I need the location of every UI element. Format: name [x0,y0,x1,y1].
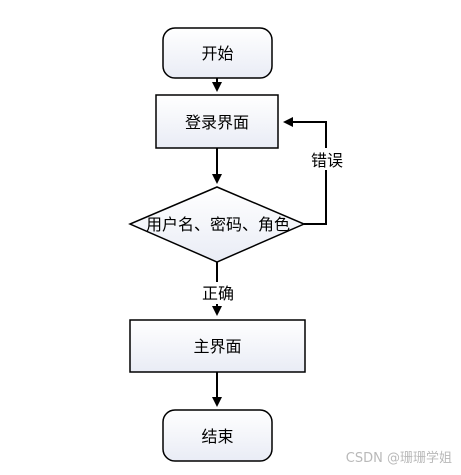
edge-check-to-login-error [283,117,327,225]
node-main: 主界面 [129,319,306,373]
edge-label-bg-error [308,148,346,170]
edge-label-bg-correct [198,282,238,304]
node-main-label: 主界面 [193,337,241,356]
node-end-label: 结束 [201,427,233,446]
node-check-label: 用户名、密码、角色 [146,215,290,234]
node-check-decision: 用户名、密码、角色 [128,186,306,263]
node-login-label: 登录界面 [185,113,249,132]
node-start-label: 开始 [201,44,233,63]
edge-label-correct: 正确 [202,284,234,303]
node-login: 登录界面 [155,94,279,149]
node-end: 结束 [162,409,273,462]
edge-label-error: 错误 [311,151,343,170]
node-start: 开始 [162,27,273,79]
watermark: CSDN @珊珊学姐 [346,450,452,466]
